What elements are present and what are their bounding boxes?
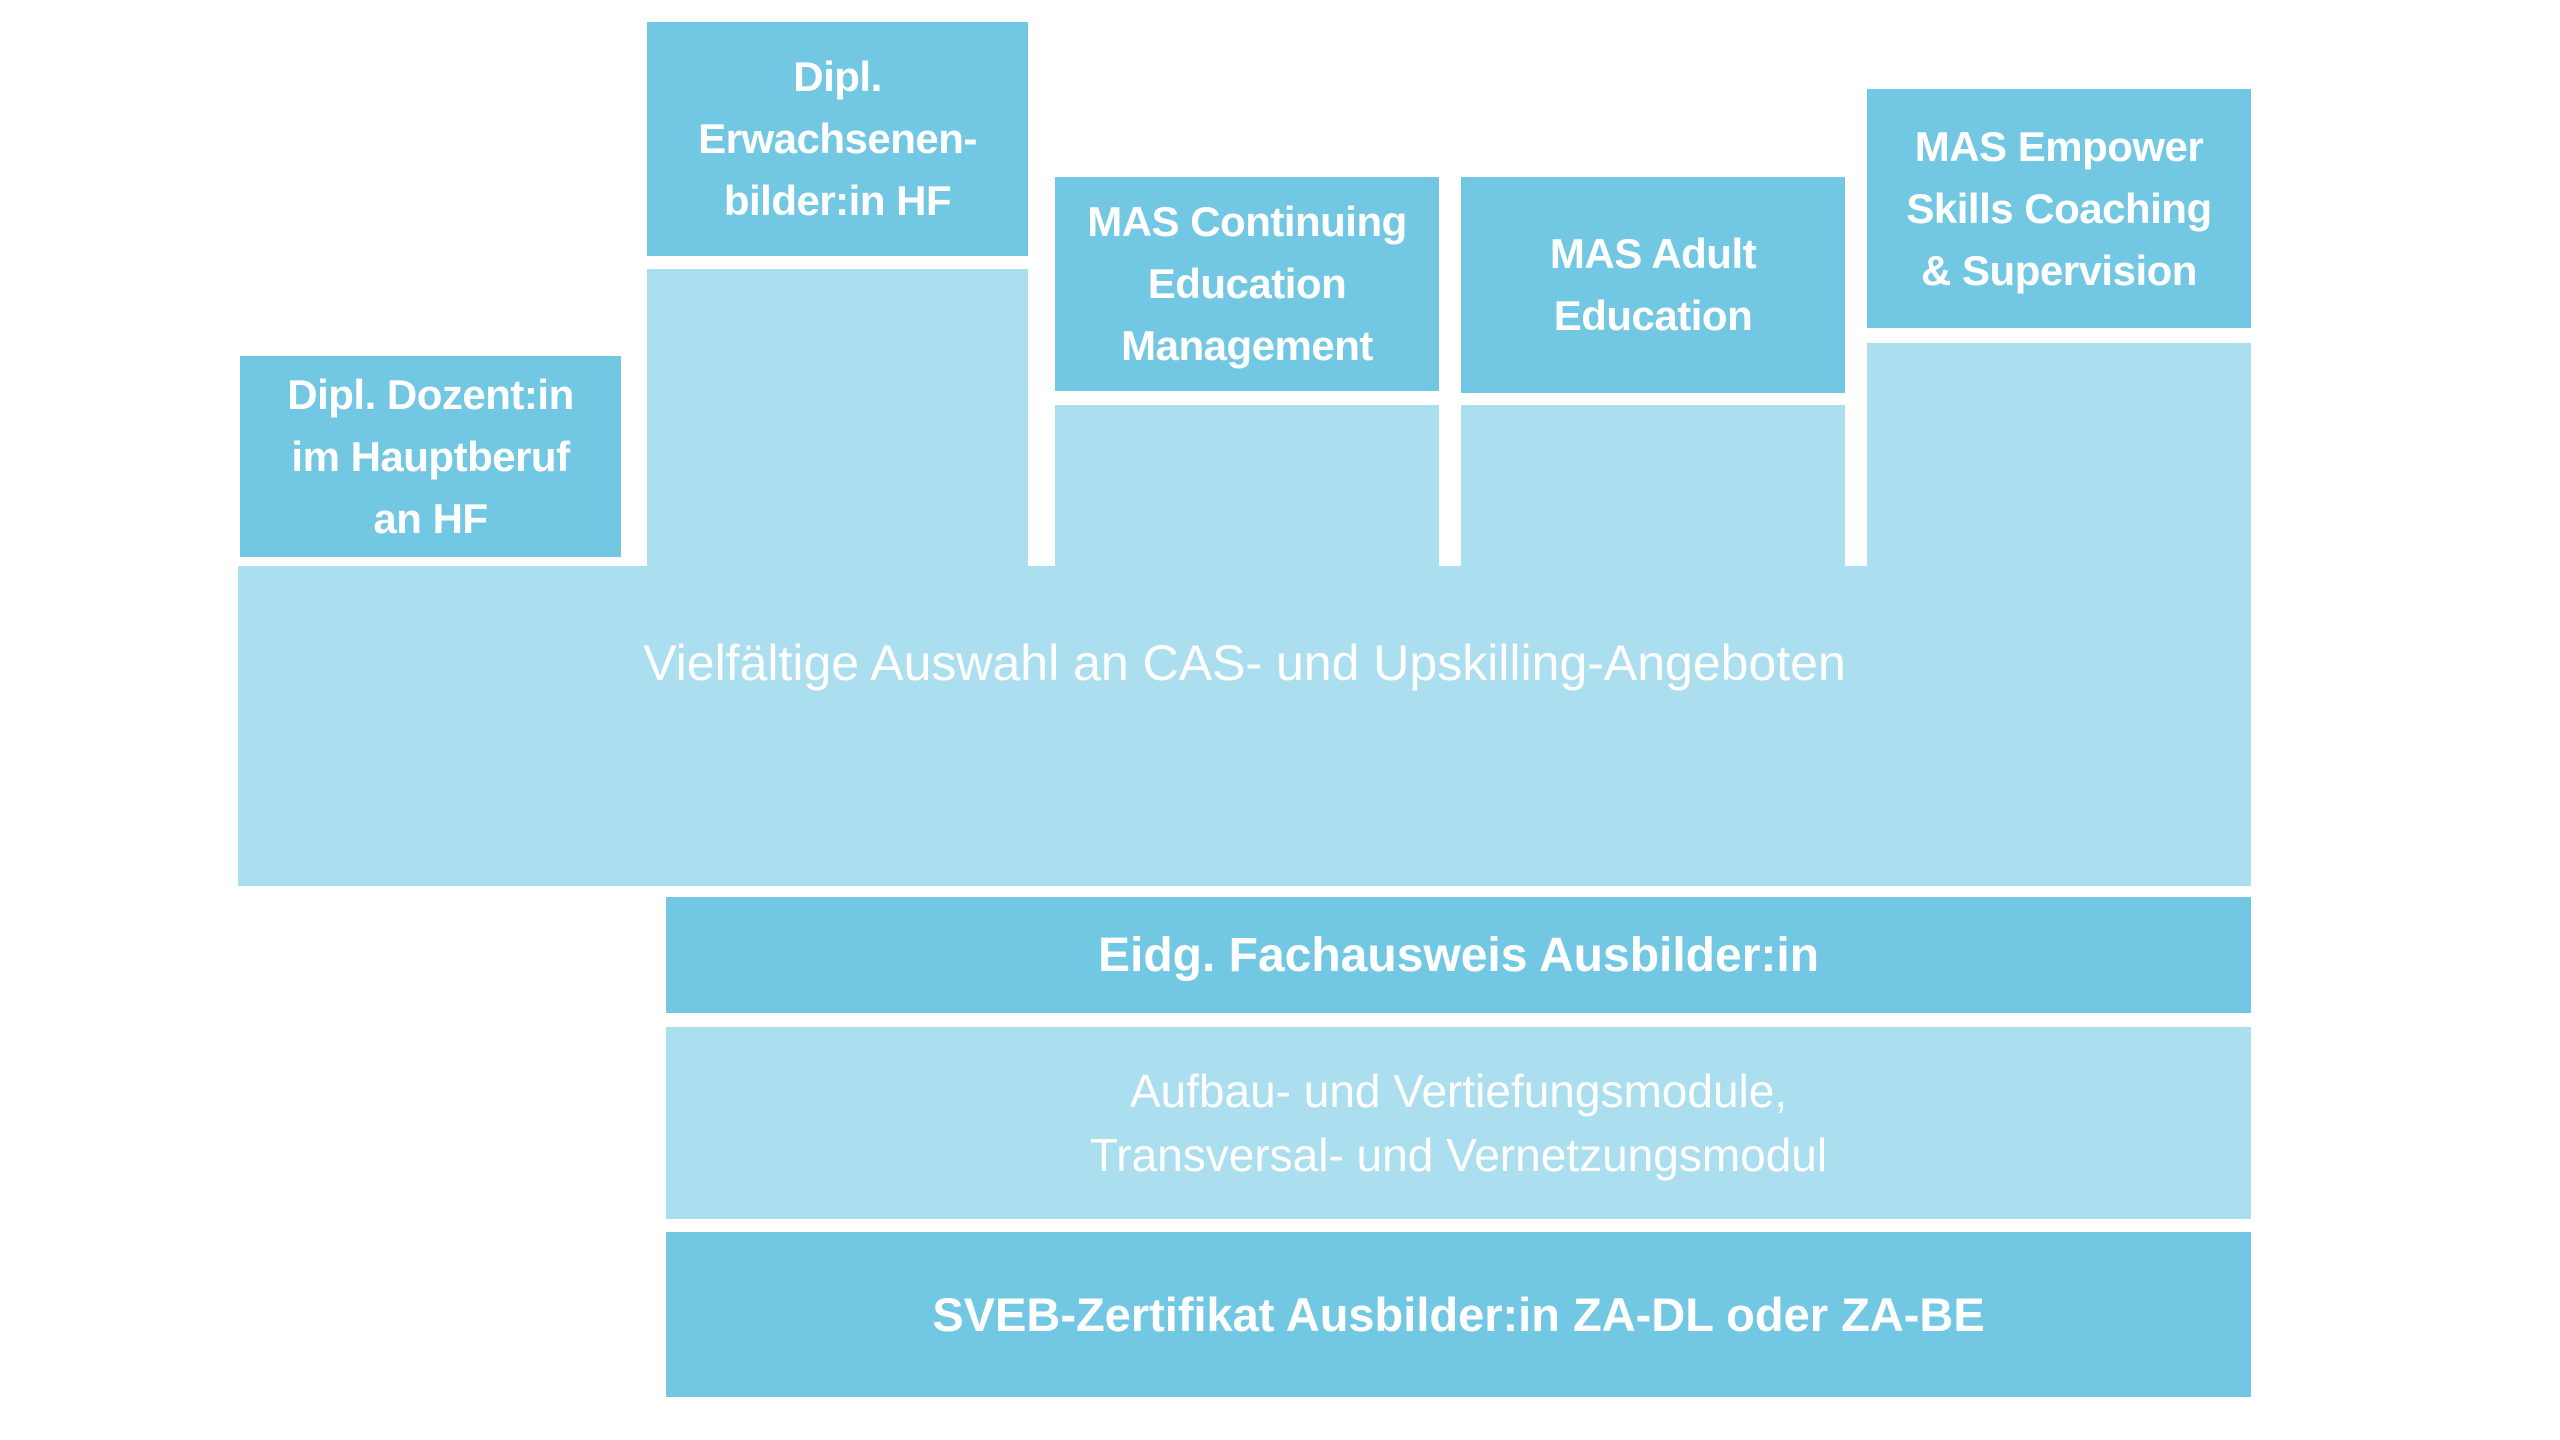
column-mas-empower xyxy=(1867,343,2251,567)
modules-line-2: Transversal- und Vernetzungsmodul xyxy=(1089,1129,1828,1181)
modules-band: Aufbau- und Vertiefungsmodule, Transvers… xyxy=(666,1027,2251,1219)
fachausweis-label: Eidg. Fachausweis Ausbilder:in xyxy=(1097,928,1820,982)
degree-label: Dipl. Erwachsenen- bilder:in HF xyxy=(698,53,977,224)
fachausweis-band: Eidg. Fachausweis Ausbilder:in xyxy=(666,897,2251,1013)
degree-dipl-dozent: Dipl. Dozent:in im Hauptberuf an HF xyxy=(240,356,621,557)
column-mas-adult xyxy=(1461,405,1845,567)
modules-line-1: Aufbau- und Vertiefungsmodule, xyxy=(1129,1065,1788,1117)
cas-band: Vielfältige Auswahl an CAS- und Upskilli… xyxy=(238,566,2251,886)
degree-mas-cem: MAS Continuing Education Management xyxy=(1055,177,1439,391)
degree-label: MAS Continuing Education Management xyxy=(1087,198,1407,369)
column-erwachsenenbildner xyxy=(647,269,1028,567)
column-mas-cem xyxy=(1055,405,1439,567)
degree-dipl-erwachsenenbildner: Dipl. Erwachsenen- bilder:in HF xyxy=(647,22,1028,256)
degree-mas-empower: MAS Empower Skills Coaching & Supervisio… xyxy=(1867,89,2251,328)
degree-label: Dipl. Dozent:in im Hauptberuf an HF xyxy=(287,370,574,542)
degree-label: MAS Empower Skills Coaching & Supervisio… xyxy=(1906,122,2212,294)
degree-mas-adult-education: MAS Adult Education xyxy=(1461,177,1845,393)
sveb-band: SVEB-Zertifikat Ausbilder:in ZA-DL oder … xyxy=(666,1232,2251,1397)
sveb-label: SVEB-Zertifikat Ausbilder:in ZA-DL oder … xyxy=(932,1288,1985,1341)
degree-label: MAS Adult Education xyxy=(1549,230,1757,339)
cas-band-label: Vielfältige Auswahl an CAS- und Upskilli… xyxy=(643,635,1846,691)
